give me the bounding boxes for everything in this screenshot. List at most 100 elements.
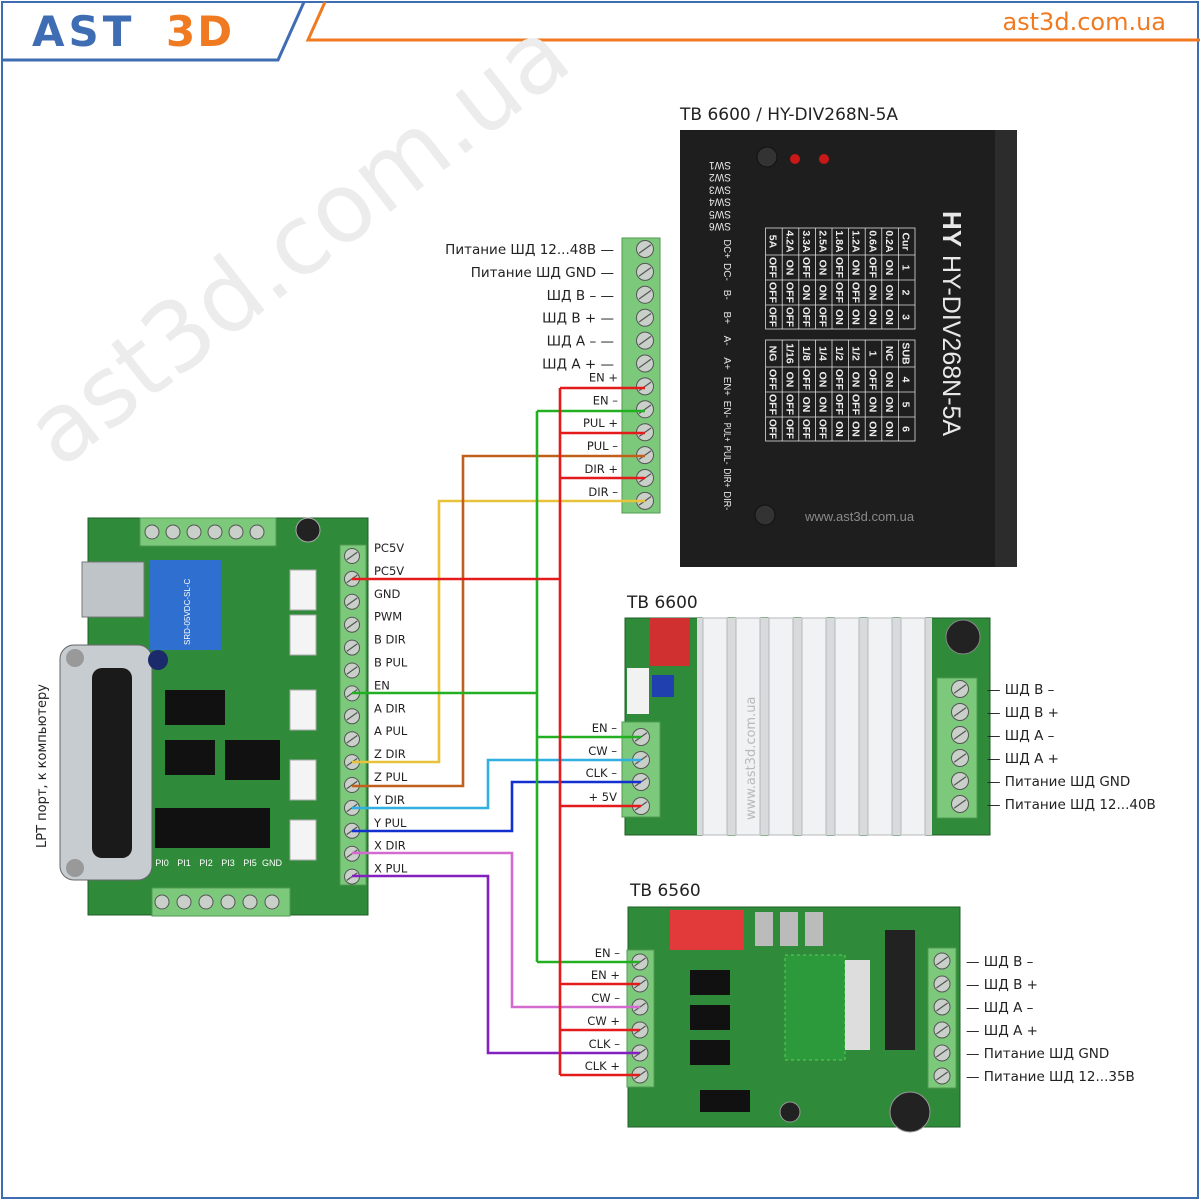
header-connector: [289, 569, 317, 611]
chip: [690, 970, 730, 995]
slide-switch[interactable]: [780, 912, 798, 946]
terminal-screw-icon: [242, 894, 258, 910]
table-cell: 5A: [767, 235, 779, 249]
bottom-pin-label: PI1: [177, 858, 191, 868]
screw-slot: [346, 620, 358, 629]
terminal-print: DC+: [721, 240, 732, 259]
terminal-screw-icon: [144, 524, 160, 540]
table-cell: OFF: [783, 307, 795, 328]
microstep-table: SUB456NCONONON1OFFONON1/2ONOFFON1/2OFFOF…: [765, 339, 916, 442]
terminal-print: B-: [721, 290, 732, 300]
hy-url-print: www.ast3d.com.ua: [804, 509, 915, 524]
screw-slot: [953, 799, 967, 809]
header-connector: [289, 689, 317, 731]
terminal-screw-icon: [220, 894, 236, 910]
screw-slot: [953, 684, 967, 694]
breakout-pin-label: X DIR: [374, 839, 406, 853]
screw-slot: [936, 1025, 948, 1035]
tb6560-power-label: — ШД A –: [966, 1000, 1034, 1016]
hy-power-label: ШД B + —: [542, 311, 614, 327]
table-border: [765, 339, 916, 442]
header: AST 3D ast3d.com.ua: [2, 1, 1200, 62]
table-cell: OFF: [767, 394, 779, 416]
tb6600-signal-label: + 5V: [589, 790, 618, 804]
table-cell: Cur: [900, 232, 912, 250]
tb6600-signal-label: EN –: [592, 721, 618, 735]
terminal-screw-icon: [154, 894, 170, 910]
table-cell: ON: [883, 260, 895, 276]
terminal-print: EN-: [721, 401, 732, 418]
screw-slot: [953, 753, 967, 763]
tb6600-power-terminal: [936, 677, 978, 819]
table-cell: ON: [817, 260, 829, 276]
table-cell: ON: [883, 285, 895, 301]
screw-slot: [638, 267, 652, 277]
driver-tb6560-title: TB 6560: [629, 881, 701, 901]
resistors: [845, 960, 870, 1050]
relay-print: SRD-05VDC-SL-C: [183, 579, 192, 645]
screw-slot: [936, 979, 948, 989]
wire-y-dir: [352, 758, 641, 810]
table-cell: OFF: [833, 257, 845, 279]
lpt-side-label: LPT порт, к компьютеру: [35, 684, 50, 848]
breakout-pin-label: Z DIR: [374, 747, 406, 761]
hy-signal-label: DIR –: [588, 485, 618, 499]
tb6560-signal-label: CLK +: [585, 1059, 620, 1073]
table-cell: 2.5A: [817, 230, 829, 253]
switch-label: SW3: [709, 183, 731, 195]
terminal-prints: DC+DC-B-B+A-A+EN+EN-PUL+PUL-DIR+DIR-: [721, 240, 732, 511]
table-cell: 3.3A: [800, 230, 812, 253]
heatsink-fin: [834, 617, 860, 836]
hy-logo: HY: [937, 211, 967, 247]
wires: [352, 386, 645, 1077]
table-cell: OFF: [817, 307, 829, 328]
heatsink-fin: [801, 617, 827, 836]
wire-x-pul: [352, 874, 640, 1055]
terminal-screw-icon: [165, 524, 181, 540]
slide-switch[interactable]: [805, 912, 823, 946]
hy-power-label: ШД B – —: [547, 288, 614, 304]
hy-printed-panel: HY HY-DIV268N-5A Cur1230.2AONONON0.6AOFF…: [721, 211, 967, 510]
terminal-screw-icon: [186, 524, 202, 540]
dip-switch[interactable]: [650, 618, 690, 666]
tb6560-signal-label: EN –: [595, 946, 621, 960]
screw-slot: [953, 776, 967, 786]
table-cell: ON: [817, 397, 829, 413]
table-cell: OFF: [767, 282, 779, 304]
screw-icon: [66, 649, 84, 667]
table-cell: OFF: [817, 419, 829, 440]
hy-signal-label: EN +: [589, 370, 618, 384]
breakout-pin-label: PC5V: [374, 541, 404, 555]
usb-port[interactable]: [81, 561, 145, 618]
bottom-pin-label: PI5: [243, 858, 257, 868]
heatsink-fin: [735, 617, 761, 836]
dip-switch[interactable]: [670, 910, 744, 950]
hy-case-side: [995, 130, 1017, 567]
led-icon: [790, 154, 800, 164]
screw-slot: [638, 244, 652, 254]
capacitor: [779, 1101, 801, 1123]
tb6560-power-label: — Питание ШД 12...35B: [966, 1069, 1135, 1085]
optocouplers: [155, 808, 270, 848]
tb6600-signal-label: CW –: [588, 744, 617, 758]
table-cell: ON: [817, 285, 829, 301]
driver-chip: [885, 930, 915, 1050]
breakout-pin-label: X PUL: [374, 862, 408, 876]
screw-slot: [953, 730, 967, 740]
table-cell: 2: [900, 290, 912, 296]
tb6600-power-label: — Питание ШД 12...40B: [987, 797, 1156, 813]
site-url[interactable]: ast3d.com.ua: [1002, 8, 1166, 36]
table-cell: ON: [833, 309, 845, 325]
connector: [627, 668, 649, 714]
slide-switch[interactable]: [755, 912, 773, 946]
table-cell: 4: [900, 377, 912, 383]
tb6560-signal-label: EN +: [591, 968, 620, 982]
breakout-pin-label: EN: [374, 678, 390, 692]
screw-slot: [346, 666, 358, 675]
breakout-pin-label: B DIR: [374, 633, 406, 647]
db25-pins: [92, 668, 132, 858]
tb6560-power-label: — ШД A +: [966, 1023, 1038, 1039]
tb6600-power-label: — ШД B –: [987, 682, 1055, 698]
